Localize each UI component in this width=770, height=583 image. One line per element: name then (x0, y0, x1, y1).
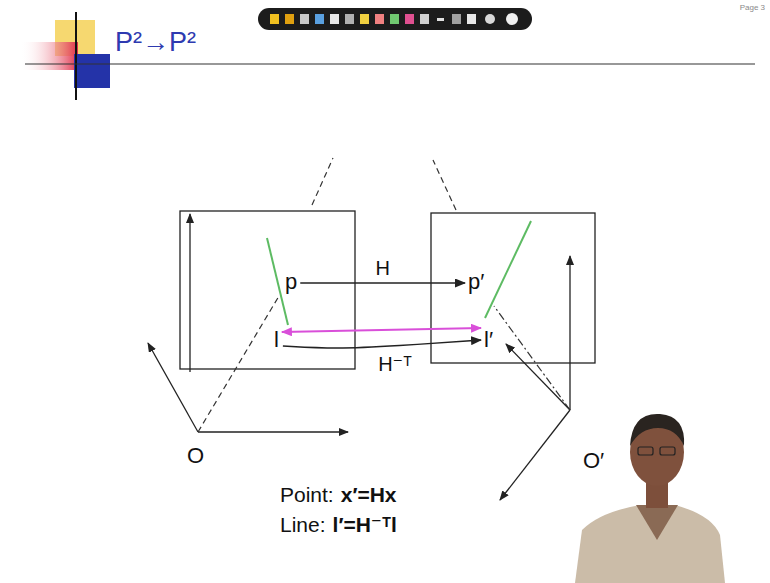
point-label: l′ (482, 327, 495, 353)
presenter-collar (636, 505, 678, 540)
toolbar-icon (437, 18, 444, 21)
presenter (575, 414, 725, 583)
deco-line (75, 12, 77, 100)
mapping-arrow (283, 340, 481, 348)
toolbar-icon (300, 14, 309, 24)
toolbar-icon (315, 14, 324, 24)
projection-ray (433, 160, 456, 210)
presenter-hair (630, 414, 684, 446)
toolbar-icon (285, 14, 294, 24)
slide-title: P²→P² (115, 26, 196, 58)
toolbar-icon (467, 14, 476, 24)
point-label: p′ (466, 269, 486, 295)
point-name: p′ (468, 269, 484, 295)
presenter-body (575, 505, 725, 583)
projection-ray (494, 306, 570, 410)
toolbar-icon (375, 14, 384, 24)
deco-square (74, 54, 110, 88)
formula-name: Line: (280, 512, 326, 537)
toolbar (258, 8, 532, 30)
camera-axis (189, 214, 190, 372)
camera-axis (569, 256, 570, 410)
page-number: Page 3 (740, 3, 765, 13)
toolbar-icon (405, 14, 414, 24)
toolbar-icon (270, 14, 279, 24)
camera-center: O′ (583, 448, 604, 474)
formula: x′=Hx (341, 482, 397, 507)
formula-name: Point: (280, 482, 334, 507)
camera-axis (506, 344, 570, 410)
point-label: p (283, 269, 299, 295)
formula: l′=H⁻ᵀl (333, 512, 397, 537)
toolbar-bar (258, 8, 532, 30)
mapping-name: H⁻ᵀ (376, 353, 414, 375)
title-rule (25, 63, 755, 64)
point-name: l (274, 327, 279, 353)
toolbar-icon (360, 14, 369, 24)
toolbar-icon (345, 14, 354, 24)
presenter-glasses (638, 447, 653, 455)
point-label: l (272, 327, 281, 353)
point-name: p (285, 269, 297, 295)
camera-center: O (187, 443, 204, 469)
projection-ray (312, 158, 333, 205)
mapping-arrow (300, 282, 465, 283)
mapping-name: H (373, 257, 391, 279)
image-line (267, 238, 288, 325)
toolbar-icon (452, 14, 461, 24)
toolbar-icon (390, 14, 399, 24)
projection-ray (198, 296, 279, 432)
camera-axis (500, 410, 570, 500)
mapping-arrow (282, 328, 481, 332)
toolbar-icon (506, 13, 518, 25)
toolbar-icon (330, 14, 339, 24)
deco-square (20, 42, 78, 70)
toolbar-icon (485, 14, 495, 24)
camera-axis (198, 431, 348, 432)
image-plane (180, 211, 355, 369)
toolbar-icon (420, 14, 429, 24)
presenter-glasses (660, 447, 675, 455)
image-line (485, 221, 531, 318)
point-name: l′ (484, 327, 493, 353)
